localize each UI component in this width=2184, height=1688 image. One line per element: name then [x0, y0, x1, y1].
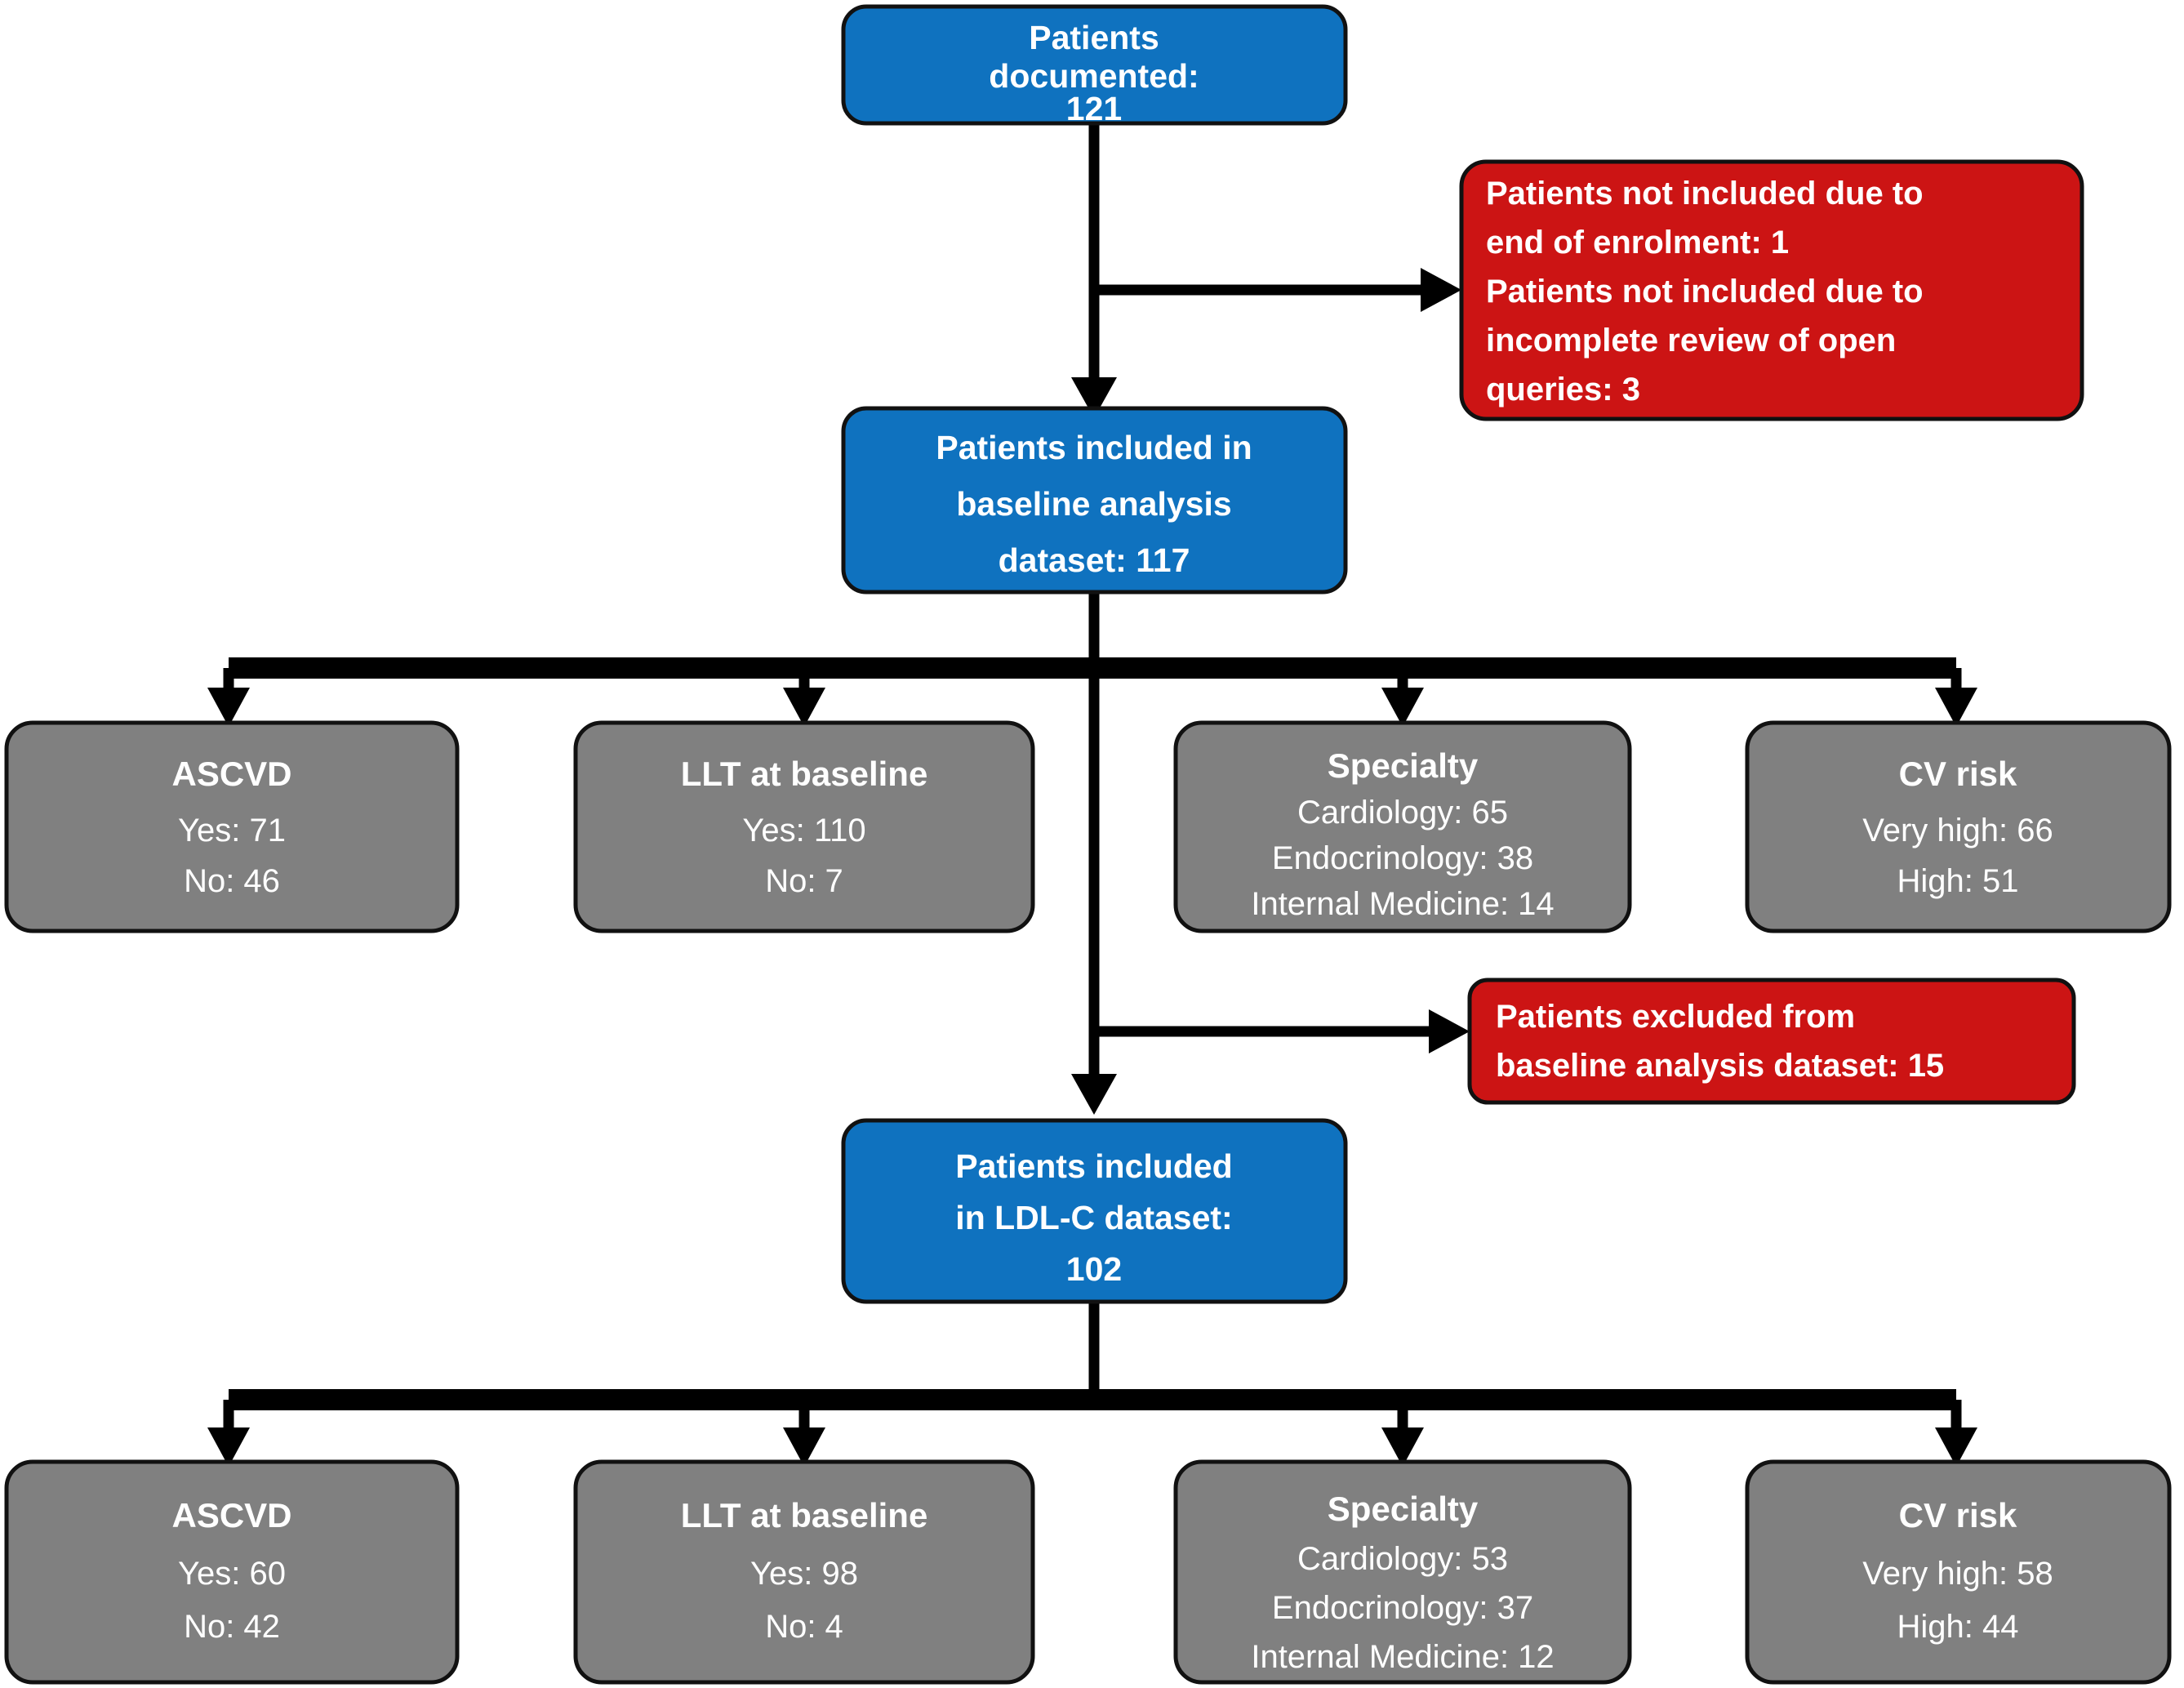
gray-box-baseline-cvrisk[interactable]: CV risk Very high: 66 High: 51 [1745, 720, 2172, 933]
node-patients-not-included-line-1: end of enrolment: 1 [1486, 225, 1789, 261]
gray-box-baseline-ascvd-line-0: Yes: 71 [178, 813, 286, 848]
gray-box-ldlc-llt[interactable]: LLT at baseline Yes: 98 No: 4 [573, 1459, 1035, 1685]
node-patients-documented-line-1: documented: [989, 57, 1199, 95]
node-patients-excluded-box [1467, 978, 2076, 1105]
gray-box-baseline-llt-line-1: No: 7 [765, 863, 843, 899]
gray-box-baseline-specialty-title: Specialty [1328, 746, 1479, 785]
gray-box-ldlc-ascvd-line-1: No: 42 [184, 1609, 280, 1645]
gray-box-baseline-specialty-box [1173, 720, 1632, 933]
node-patients-excluded[interactable]: Patients excluded from baseline analysis… [1467, 978, 2076, 1105]
arrowhead-to-ldlc-included [1071, 1074, 1117, 1115]
node-patients-not-included-line-4: queries: 3 [1486, 372, 1640, 408]
node-ldlc-included-box [841, 1118, 1348, 1304]
gray-box-ldlc-llt-box [573, 1459, 1035, 1685]
gray-box-baseline-cvrisk-box [1745, 720, 2172, 933]
node-patients-not-included-line-2: Patients not included due to [1486, 274, 1924, 310]
gray-box-baseline-llt-line-0: Yes: 110 [742, 813, 865, 848]
gray-box-ldlc-ascvd-line-0: Yes: 60 [178, 1556, 286, 1592]
gray-box-baseline-ascvd-line-1: No: 46 [184, 863, 280, 899]
node-patients-excluded-line-0: Patients excluded from [1496, 999, 1855, 1035]
arrowhead-to-not-included [1421, 268, 1461, 312]
arrowhead-baseline-cvrisk [1935, 688, 1977, 727]
node-baseline-included-box [841, 406, 1348, 595]
gray-box-ldlc-ascvd-box [4, 1459, 460, 1685]
gray-box-ldlc-specialty-line-2: Internal Medicine: 12 [1251, 1639, 1554, 1675]
arrowhead-to-baseline-included [1071, 377, 1117, 418]
node-baseline-included-line-2: dataset: 117 [999, 541, 1190, 579]
node-baseline-included[interactable]: Patients included in baseline analysis d… [841, 406, 1348, 595]
arrowhead-ldlc-cvrisk [1935, 1427, 1977, 1467]
gray-box-baseline-ascvd-title: ASCVD [171, 755, 291, 793]
gray-box-ldlc-specialty-box [1173, 1459, 1632, 1685]
gray-box-ldlc-specialty-title: Specialty [1328, 1490, 1479, 1528]
gray-box-ldlc-cvrisk-box [1745, 1459, 2172, 1685]
node-baseline-included-line-0: Patients included in [936, 429, 1252, 466]
node-patients-excluded-line-1: baseline analysis dataset: 15 [1496, 1048, 1944, 1084]
gray-box-baseline-ascvd[interactable]: ASCVD Yes: 71 No: 46 [4, 720, 460, 933]
gray-box-ldlc-cvrisk[interactable]: CV risk Very high: 58 High: 44 [1745, 1459, 2172, 1685]
arrowhead-ldlc-llt [783, 1427, 825, 1467]
node-patients-not-included-line-0: Patients not included due to [1486, 176, 1924, 212]
gray-box-ldlc-llt-line-1: No: 4 [765, 1609, 843, 1645]
node-patients-not-included-line-3: incomplete review of open [1486, 323, 1896, 359]
gray-box-baseline-cvrisk-line-0: Very high: 66 [1862, 813, 2053, 848]
connector-layer [207, 121, 1977, 1467]
node-ldlc-included-line-0: Patients included [955, 1147, 1232, 1185]
arrowhead-baseline-specialty [1381, 688, 1424, 727]
gray-box-baseline-llt[interactable]: LLT at baseline Yes: 110 No: 7 [573, 720, 1035, 933]
gray-box-baseline-cvrisk-line-1: High: 51 [1897, 863, 2019, 899]
node-ldlc-included-line-1: in LDL-C dataset: [955, 1199, 1232, 1236]
gray-box-baseline-specialty-line-1: Endocrinology: 38 [1272, 840, 1533, 876]
node-patients-documented[interactable]: Patients documented: 121 [841, 4, 1348, 127]
gray-box-ldlc-ascvd-title: ASCVD [171, 1496, 291, 1534]
gray-box-baseline-specialty[interactable]: Specialty Cardiology: 65 Endocrinology: … [1173, 720, 1632, 933]
node-patients-not-included[interactable]: Patients not included due to end of enro… [1459, 159, 2084, 421]
gray-box-ldlc-specialty-line-1: Endocrinology: 37 [1272, 1590, 1533, 1626]
node-patients-documented-line-2: 121 [1066, 90, 1122, 127]
arrowhead-to-excluded [1429, 1009, 1470, 1053]
node-baseline-included-line-1: baseline analysis [956, 485, 1231, 523]
gray-box-baseline-llt-box [573, 720, 1035, 933]
arrowhead-baseline-llt [783, 688, 825, 727]
gray-box-baseline-cvrisk-title: CV risk [1899, 755, 2017, 793]
arrowhead-ldlc-ascvd [207, 1427, 250, 1467]
gray-box-baseline-specialty-line-0: Cardiology: 65 [1297, 795, 1508, 831]
arrowhead-ldlc-specialty [1381, 1427, 1424, 1467]
gray-box-ldlc-llt-line-0: Yes: 98 [750, 1556, 858, 1592]
node-patients-documented-line-0: Patients [1029, 19, 1159, 56]
gray-box-ldlc-cvrisk-title: CV risk [1899, 1496, 2017, 1534]
gray-box-ldlc-specialty[interactable]: Specialty Cardiology: 53 Endocrinology: … [1173, 1459, 1632, 1685]
node-patients-not-included-box [1459, 159, 2084, 421]
gray-box-baseline-specialty-line-2: Internal Medicine: 14 [1251, 886, 1554, 922]
gray-box-ldlc-ascvd[interactable]: ASCVD Yes: 60 No: 42 [4, 1459, 460, 1685]
node-ldlc-included[interactable]: Patients included in LDL-C dataset: 102 [841, 1118, 1348, 1304]
node-patients-documented-box [841, 4, 1348, 126]
gray-box-ldlc-specialty-line-0: Cardiology: 53 [1297, 1541, 1508, 1577]
gray-box-baseline-ascvd-box [4, 720, 460, 933]
arrowhead-baseline-ascvd [207, 688, 250, 727]
gray-box-ldlc-cvrisk-line-1: High: 44 [1897, 1609, 2019, 1645]
gray-box-ldlc-llt-title: LLT at baseline [681, 1496, 928, 1534]
node-ldlc-included-line-2: 102 [1066, 1250, 1122, 1288]
gray-box-baseline-llt-title: LLT at baseline [681, 755, 928, 793]
gray-box-ldlc-cvrisk-line-0: Very high: 58 [1862, 1556, 2053, 1592]
